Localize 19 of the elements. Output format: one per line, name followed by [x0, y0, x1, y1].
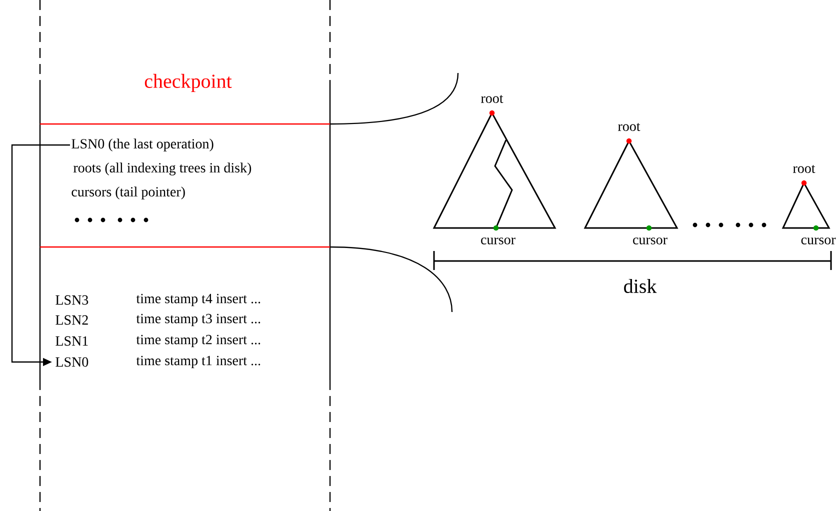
- log-entry: time stamp t3 insert ...: [136, 314, 260, 326]
- log-entry: LSN2: [56, 315, 88, 325]
- root-label: root: [793, 164, 816, 174]
- cursor-label: cursor: [801, 238, 836, 244]
- entry-text: cursors (tail pointer): [72, 186, 185, 200]
- log-entry: time stamp t1 insert ...: [136, 356, 260, 368]
- section-heading: checkpoint: [144, 74, 232, 92]
- entry-text: LSN0 (the last operation): [72, 138, 214, 152]
- log-entry: time stamp t2 insert ...: [136, 334, 260, 348]
- cursor-label: cursor: [481, 238, 516, 244]
- log-entry: time stamp t4 insert ...: [136, 294, 260, 306]
- log-entry: LSN0: [56, 357, 88, 367]
- root-label: root: [618, 122, 640, 132]
- root-label: root: [481, 94, 504, 104]
- disk-label: disk: [624, 278, 657, 294]
- log-entry: LSN3: [56, 295, 88, 305]
- log-entry: LSN1: [56, 336, 88, 346]
- entry-text: roots (all indexing trees in disk): [73, 162, 252, 176]
- cursor-label: cursor: [633, 238, 668, 244]
